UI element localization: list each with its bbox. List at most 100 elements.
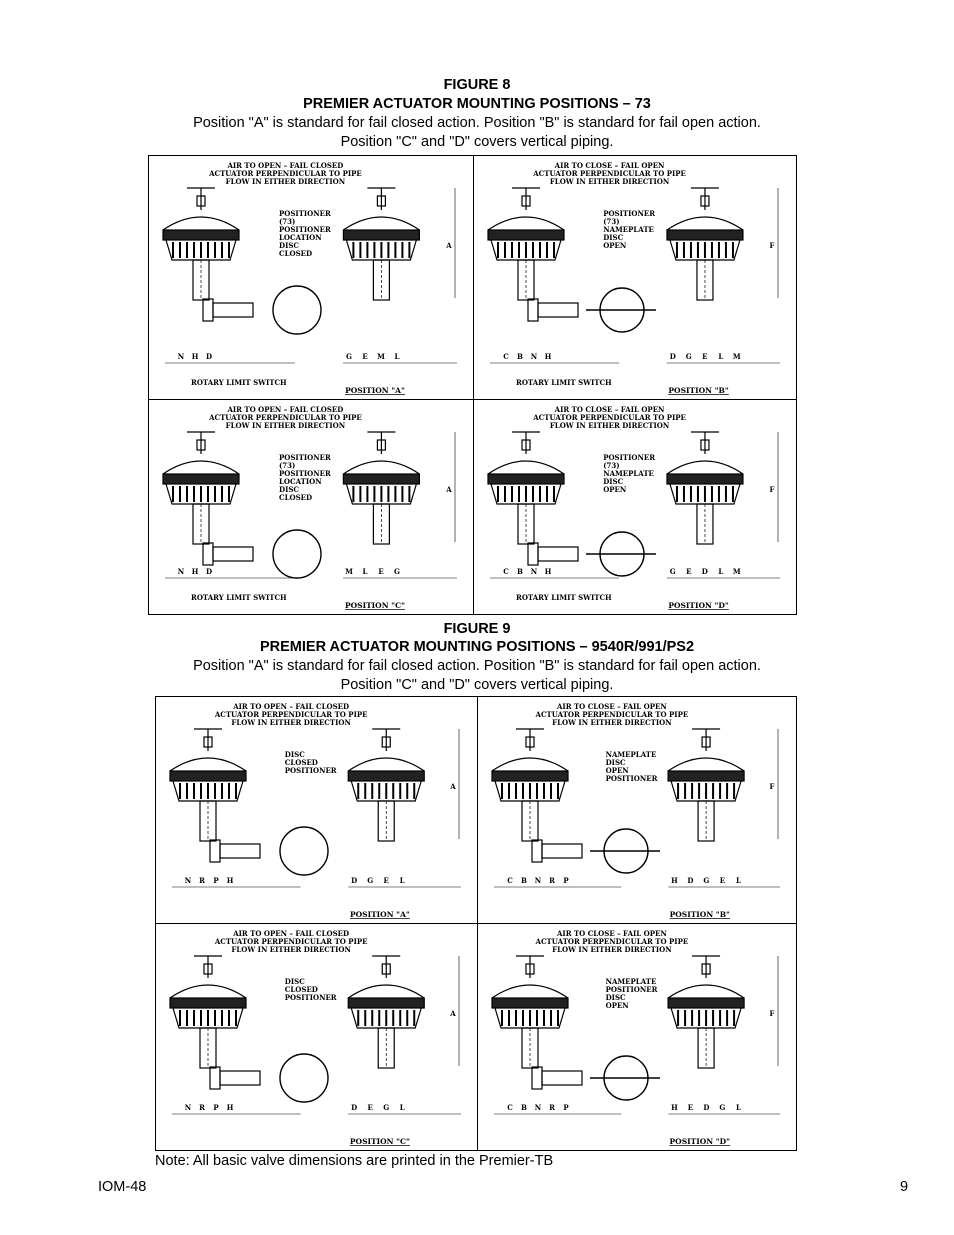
actuator-front-view [666,187,744,301]
dimension-letter: A [445,485,452,494]
dimension-letter: D [351,1103,357,1112]
dimension-letter: F [770,485,775,494]
callout-label: ROTARY LIMIT SWITCH [516,593,612,602]
dimension-letter: B [517,567,523,576]
dimension-letter: L [736,1103,741,1112]
dimension-letter: L [718,352,723,361]
actuator-front-view [666,431,744,545]
figure9-drawing: AIR TO OPEN – FAIL CLOSED ACTUATOR PERPEN… [155,696,797,1151]
dimension-letter: L [400,1103,405,1112]
dimension-letter: N [535,876,542,885]
actuator-side-view [169,728,247,842]
panel-header-line: FLOW IN EITHER DIRECTION [231,945,351,954]
dimension-letter: D [703,1103,709,1112]
dimension-letter: H [671,876,678,885]
dimension-letter: M [377,352,385,361]
dimension-letter: P [563,876,569,885]
dimension-letter: A [445,241,452,250]
dimension-letter: G [394,567,400,576]
dimension-letter: F [770,782,775,791]
panel-header-line: FLOW IN EITHER DIRECTION [552,945,672,954]
panel-header-line: AIR TO CLOSE – FAIL OPEN [556,702,667,711]
dimension-letter: A [449,1009,456,1018]
callout-label: CLOSED [285,758,318,767]
position-label: POSITION "B" [670,910,730,919]
pipe-stub [209,839,261,863]
dimension-letter: L [363,567,368,576]
panel-header-line: ACTUATOR PERPENDICULAR TO PIPE [532,169,686,178]
dimension-letter: G [383,1103,389,1112]
dimension-letter: B [521,1103,527,1112]
dimension-letter: E [702,352,707,361]
panel-header-line: FLOW IN EITHER DIRECTION [226,177,346,186]
callout-label: NAMEPLATE [606,977,657,986]
panel-header-line: ACTUATOR PERPENDICULAR TO PIPE [208,169,362,178]
callout-label: OPEN [606,1001,630,1010]
callout-label: POSITIONER [285,766,337,775]
dimension-letter: A [449,782,456,791]
dimension-letter: P [563,1103,569,1112]
dimension-letter: R [549,876,555,885]
callout-label: CLOSED [279,249,312,258]
dimension-letter: D [351,876,357,885]
actuator-front-view [342,187,420,301]
dimension-letter: M [733,567,741,576]
dimension-letter: E [720,876,725,885]
callout-label: POSITIONER [279,469,331,478]
callout-label: POSITIONER [279,209,331,218]
callout-label: ROTARY LIMIT SWITCH [516,378,612,387]
pipe-stub [531,1066,583,1090]
callout-label: ROTARY LIMIT SWITCH [191,378,287,387]
dimension-letter: M [733,352,741,361]
valve-disc [272,529,322,579]
pipe-stub [209,1066,261,1090]
dimension-letter: C [503,352,509,361]
dimension-letter: H [227,876,234,885]
figure9-description-line1: Position "A" is standard for fail closed… [193,658,761,674]
dimension-letter: H [545,567,552,576]
dimension-letter: E [362,352,367,361]
dimension-letter: L [395,352,400,361]
callout-label: POSITIONER [603,453,655,462]
dimension-letter: G [686,352,692,361]
callout-label: (73) [603,461,619,470]
actuator-side-view [162,187,240,301]
dimension-letter: P [213,1103,219,1112]
actuator-side-view [491,955,569,1069]
figure8-horizontal-divider [149,399,796,400]
callout-label: OPEN [603,485,627,494]
panel-header-line: ACTUATOR PERPENDICULAR TO PIPE [535,710,689,719]
valve-disc [279,826,329,876]
dimension-letter: E [686,567,691,576]
dimension-letter: B [517,352,523,361]
valve-disc [279,1053,329,1103]
dimension-letter: N [535,1103,542,1112]
callout-label: LOCATION [279,233,322,242]
figure8-number: FIGURE 8 [443,77,511,93]
callout-label: DISC [606,993,626,1002]
figure8-description-line1: Position "A" is standard for fail closed… [193,115,761,131]
panel-header-line: AIR TO OPEN – FAIL CLOSED [226,405,343,414]
dimension-letter: P [213,876,219,885]
dimension-letter: F [770,1009,775,1018]
dimension-letter: C [507,1103,513,1112]
panel-header-line: AIR TO OPEN – FAIL CLOSED [232,702,349,711]
callout-label: NAMEPLATE [603,469,654,478]
dimension-letter: H [192,567,199,576]
figure8-drawing: AIR TO OPEN – FAIL CLOSED ACTUATOR PERPEN… [148,155,797,615]
callout-label: CLOSED [285,985,318,994]
callout-label: LOCATION [279,477,322,486]
dimension-letter: N [531,567,538,576]
actuator-side-view [487,187,565,301]
callout-label: NAMEPLATE [603,225,654,234]
callout-label: POSITIONER [279,225,331,234]
callout-label: DISC [279,485,299,494]
